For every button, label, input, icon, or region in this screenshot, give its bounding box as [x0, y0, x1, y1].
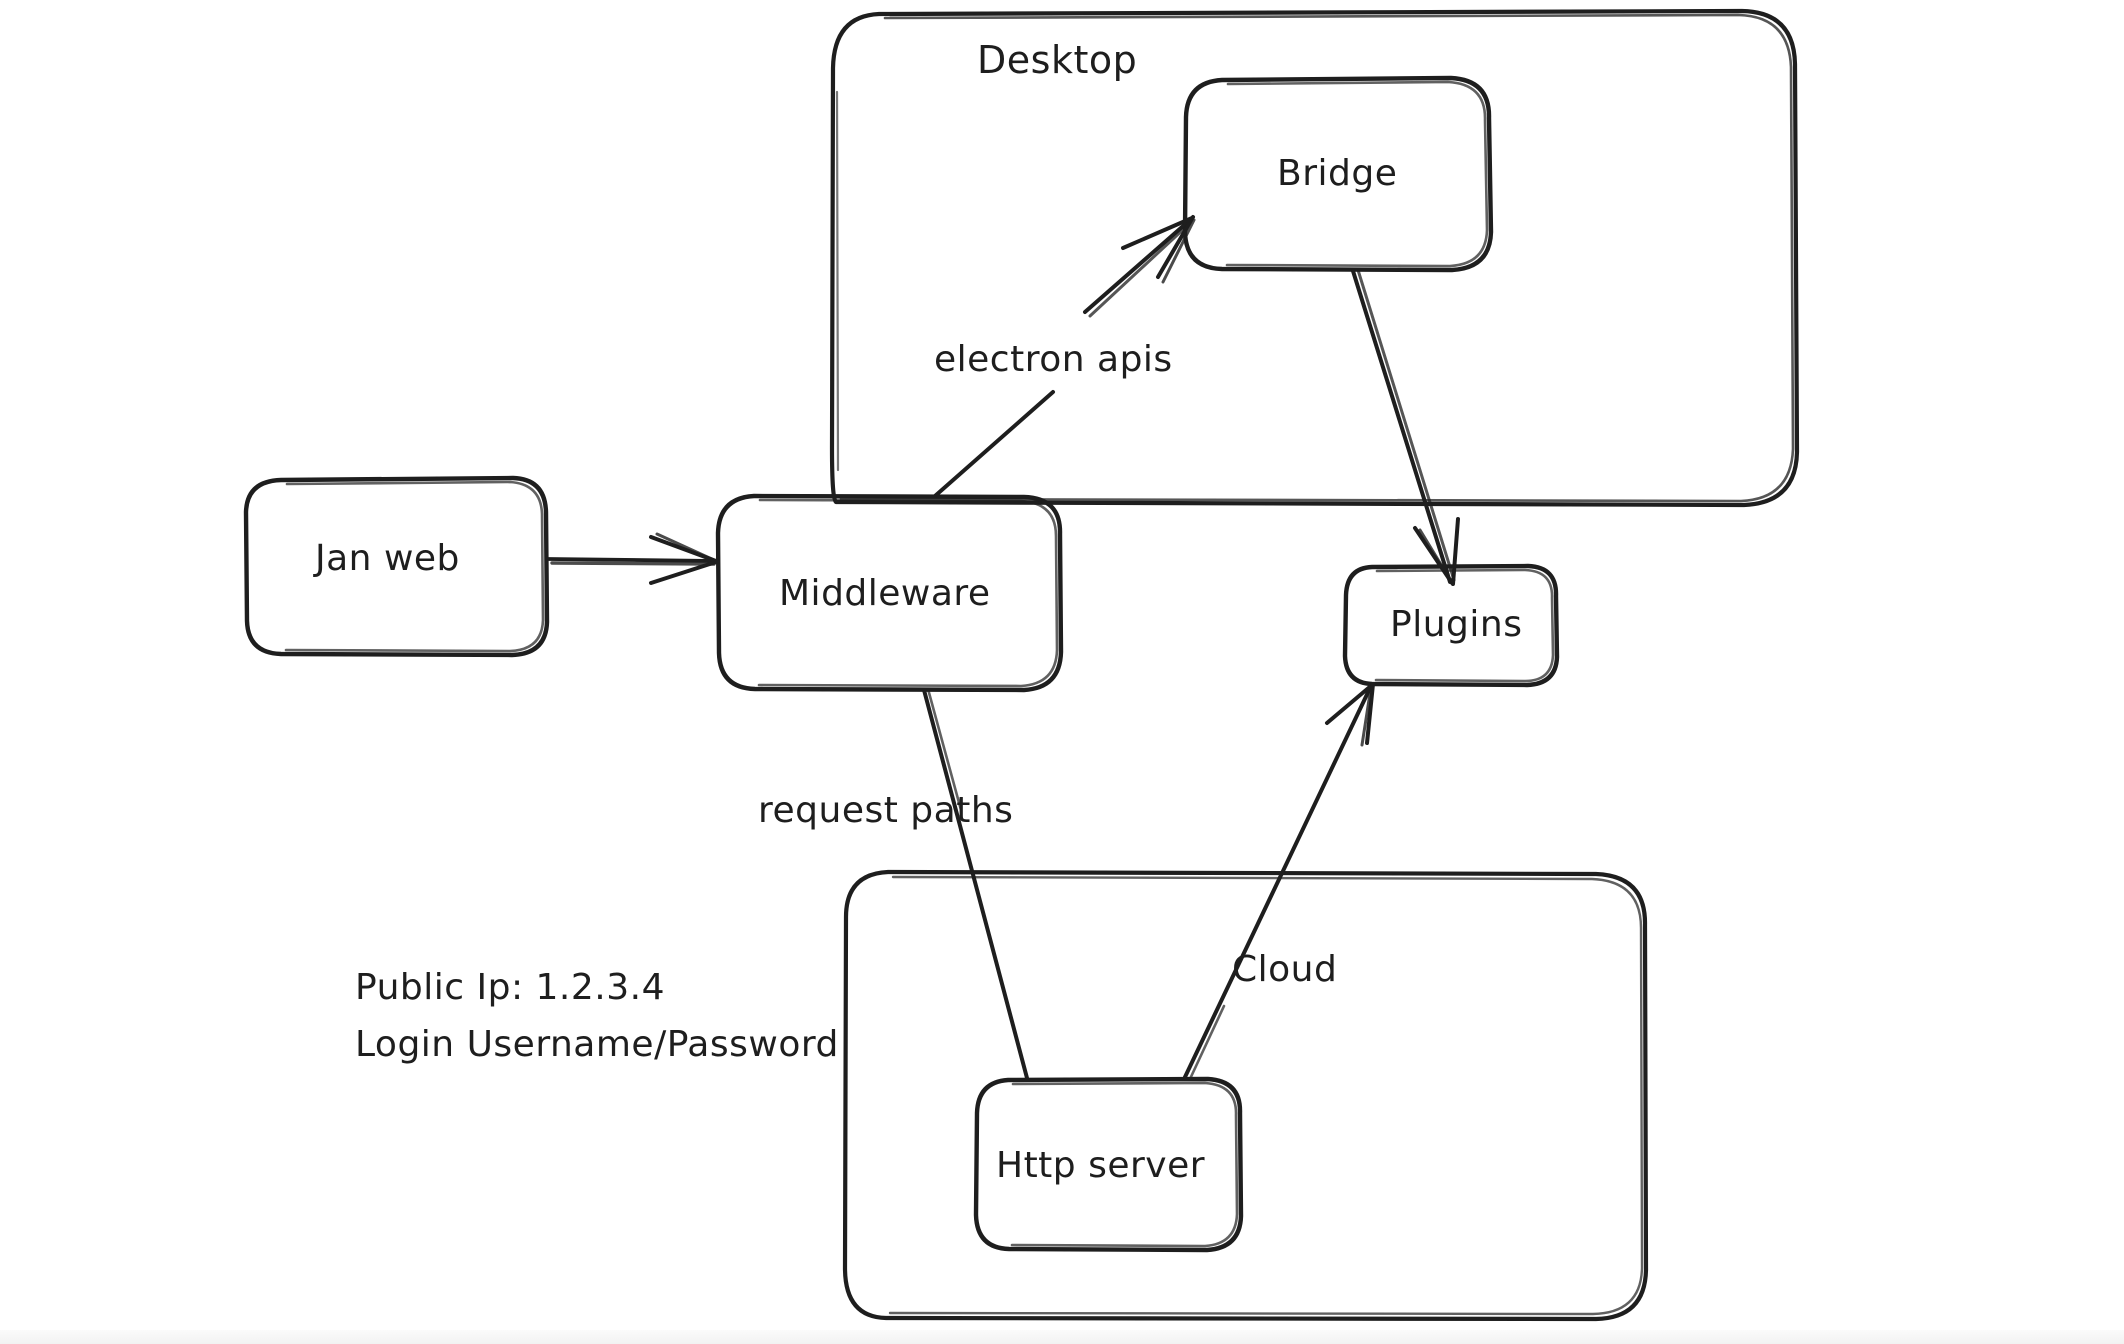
- node-label-jan-web: Jan web: [315, 538, 460, 579]
- node-middleware-shape[interactable]: [715, 493, 1064, 693]
- container-desktop-shape: [829, 8, 1800, 508]
- node-jan-web-shape[interactable]: [243, 475, 550, 658]
- node-label-http-server: Http server: [996, 1145, 1206, 1186]
- container-label-desktop: Desktop: [977, 38, 1138, 82]
- edge-middleware-to-bridge: [933, 215, 1196, 498]
- note-public-ip: Public Ip: 1.2.3.4: [355, 967, 665, 1008]
- edge-label-request-paths: request paths: [758, 790, 1014, 831]
- edge-janweb-to-middleware: [547, 532, 719, 585]
- node-label-bridge: Bridge: [1277, 153, 1398, 194]
- node-plugins-shape[interactable]: [1342, 563, 1560, 688]
- container-cloud-shape: [842, 869, 1649, 1322]
- node-label-middleware: Middleware: [779, 573, 991, 614]
- edge-middleware-to-http-server: [922, 687, 1029, 1080]
- note-login-credentials: Login Username/Password: [355, 1024, 839, 1065]
- edge-bridge-to-plugins: [1351, 268, 1460, 586]
- edge-label-cloud: Cloud: [1232, 949, 1338, 990]
- node-http-server-shape[interactable]: [973, 1076, 1244, 1253]
- bottom-edge-band: [0, 1330, 2124, 1344]
- edge-http-server-to-plugins: [1183, 682, 1375, 1081]
- node-bridge-shape[interactable]: [1182, 75, 1494, 273]
- edge-label-electron-apis: electron apis: [934, 339, 1173, 380]
- node-label-plugins: Plugins: [1390, 604, 1523, 645]
